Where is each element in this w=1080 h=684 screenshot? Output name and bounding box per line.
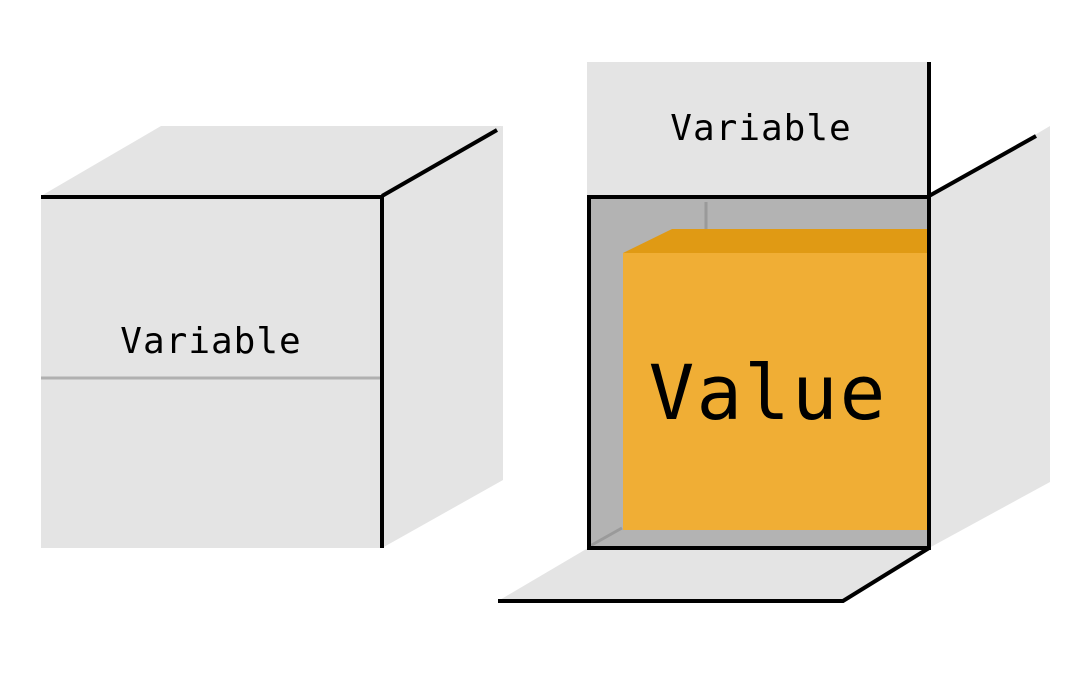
open-variable-box: Value Variable bbox=[498, 62, 1050, 603]
open-box-bottom-flap bbox=[498, 548, 929, 601]
open-box-lid-flap bbox=[587, 62, 929, 197]
closed-box-front-face bbox=[41, 196, 382, 548]
open-box-side-face bbox=[929, 126, 1050, 548]
closed-box-lid-edge bbox=[381, 128, 498, 198]
closed-box-top-face bbox=[41, 126, 503, 196]
value-cube: Value bbox=[623, 229, 927, 530]
open-box-lid-label: Variable bbox=[670, 108, 851, 149]
open-box-side-lid-edge bbox=[928, 134, 1037, 198]
open-box-inner-bottom-line bbox=[589, 526, 623, 548]
open-box-bottom-flap-edge bbox=[498, 546, 931, 603]
closed-variable-box: Variable bbox=[41, 126, 503, 548]
closed-box-label: Variable bbox=[120, 321, 301, 362]
value-cube-top-face bbox=[623, 229, 927, 253]
value-cube-front-face bbox=[623, 253, 927, 530]
value-label: Value bbox=[649, 348, 888, 437]
closed-box-side-face bbox=[382, 126, 503, 548]
